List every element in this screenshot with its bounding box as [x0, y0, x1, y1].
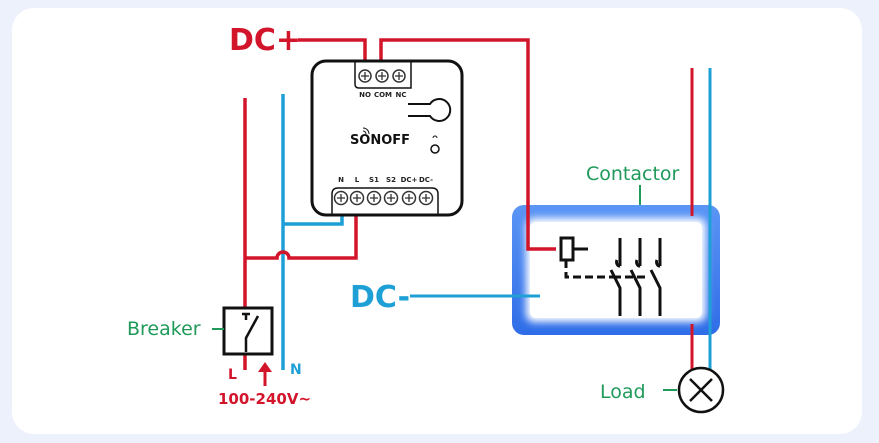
terminal-label-nc: NC	[396, 91, 407, 99]
wifi-signal-icon	[362, 127, 370, 135]
dc-plus-label: DC+	[229, 23, 301, 58]
dc-plus-wire	[298, 38, 367, 64]
load-supply-wires	[690, 68, 712, 372]
terminal-label-n: N	[338, 176, 344, 184]
dc-minus-label: DC-	[350, 280, 410, 315]
terminal-label-dc-minus: DC-	[419, 176, 433, 184]
terminal-label-s1: S1	[369, 176, 379, 184]
live-to-L	[245, 206, 358, 260]
terminal-label-s2: S2	[386, 176, 396, 184]
supply-arrow-icon	[258, 362, 272, 386]
sonoff-device: NO COM NC SONOFF N L S1 S2 DC+ DC-	[310, 59, 464, 217]
coil-icon	[559, 236, 575, 262]
top-terminal-screws	[358, 69, 406, 83]
brand-logo: SONOFF	[350, 133, 410, 148]
bottom-terminal-screws	[333, 190, 434, 206]
led-indicator-icon	[430, 144, 440, 154]
live-label: L	[228, 367, 237, 383]
switch-icon	[242, 312, 260, 352]
dc-wires	[298, 38, 556, 298]
voltage-label: 100-240V~	[218, 390, 311, 408]
contactor-box	[512, 205, 720, 335]
load-symbol	[663, 366, 725, 414]
terminal-label-dc-plus: DC+	[401, 176, 418, 184]
contactor-label: Contactor	[586, 163, 680, 185]
terminal-label-l: L	[355, 176, 360, 184]
neutral-label: N	[290, 362, 302, 378]
breaker-label: Breaker	[127, 318, 201, 340]
breaker-symbol	[212, 306, 274, 356]
terminal-label-com: COM	[374, 91, 392, 99]
contactor-symbol	[559, 236, 662, 316]
com-to-coil-wire	[379, 38, 556, 251]
load-label: Load	[600, 381, 646, 403]
mounting-hole-icon	[408, 98, 452, 122]
terminal-label-no: NO	[359, 91, 371, 99]
